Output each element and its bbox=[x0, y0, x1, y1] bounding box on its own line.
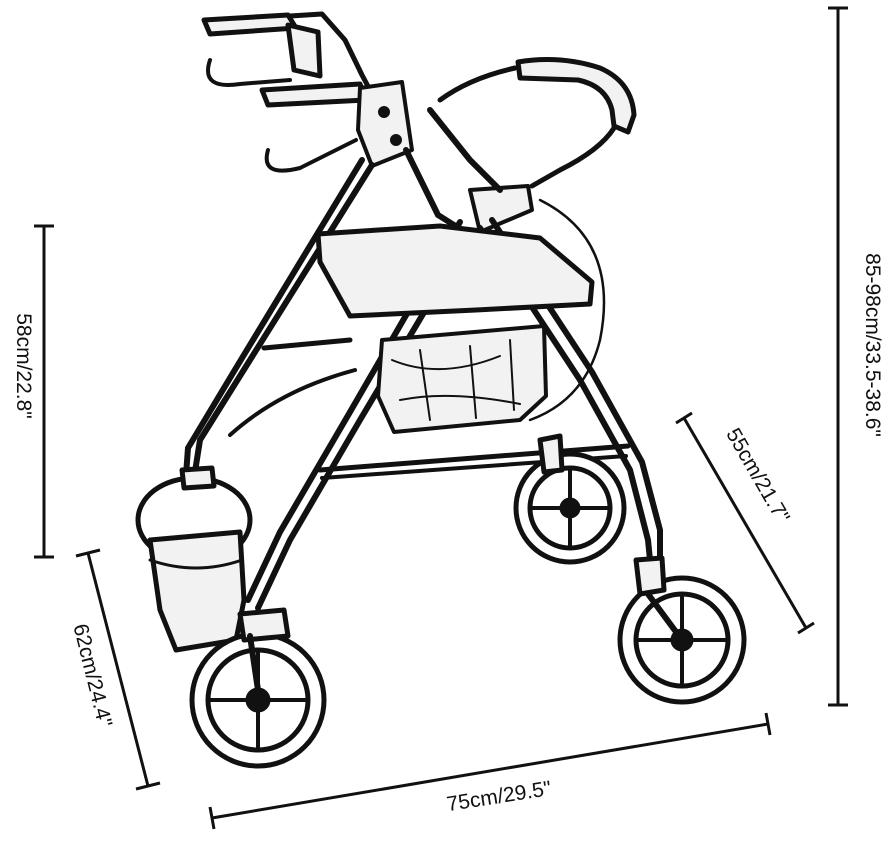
inner-width-label: 55cm/21.7" bbox=[721, 424, 794, 527]
brake-cable bbox=[528, 198, 606, 422]
basket bbox=[376, 324, 548, 434]
inner-width-dimension bbox=[675, 411, 815, 635]
right-handle bbox=[437, 57, 637, 189]
width-dimension bbox=[208, 712, 772, 830]
rear-left-wheel bbox=[189, 607, 327, 769]
rollator-illustration bbox=[135, 11, 747, 769]
seat bbox=[315, 223, 595, 319]
seat-height-label: 58cm/22.8" bbox=[12, 313, 35, 419]
depth-dimension bbox=[75, 548, 161, 791]
front-right-wheel bbox=[617, 555, 747, 705]
width-label: 75cm/29.5" bbox=[445, 777, 553, 816]
overall-height-dimension bbox=[828, 6, 848, 707]
front-left-wheel bbox=[135, 465, 253, 653]
overall-height-label: 85-98cm/33.5-38.6" bbox=[861, 253, 884, 437]
left-handle bbox=[201, 11, 373, 173]
seat-height-dimension bbox=[34, 224, 54, 559]
folding-hinge bbox=[356, 80, 534, 234]
rear-middle-wheel bbox=[513, 433, 627, 565]
